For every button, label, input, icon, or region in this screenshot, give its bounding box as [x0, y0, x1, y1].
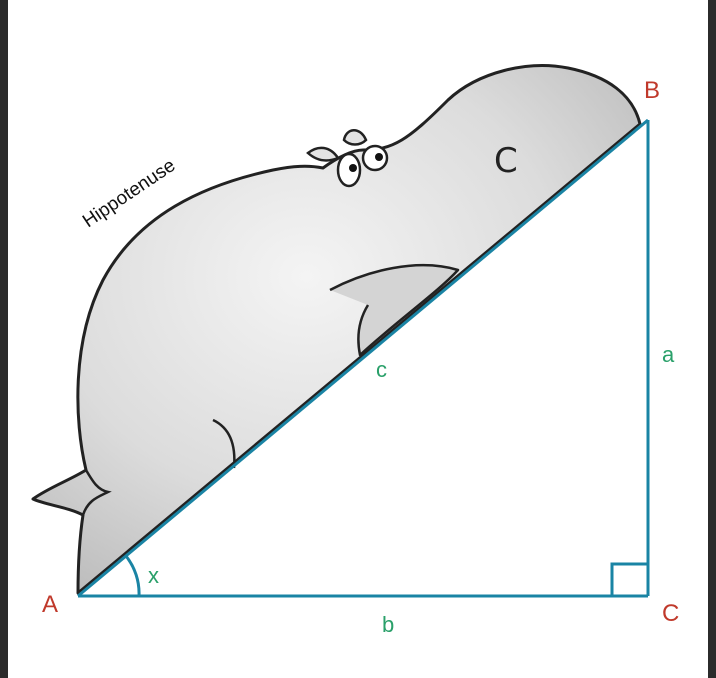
side-label-c: c [376, 357, 387, 382]
right-angle-marker [610, 562, 648, 596]
angle-label-x: x [148, 563, 159, 588]
vertex-label-a: A [42, 591, 58, 618]
side-label-a: a [662, 342, 675, 367]
side-c-line [77, 118, 649, 598]
hippo-leg-line [212, 418, 236, 469]
hippo-front-leg [329, 264, 460, 357]
hippo-eye-right [361, 144, 389, 172]
hippo-eye-left [336, 152, 362, 188]
vertex-label-c: C [662, 600, 679, 627]
diagram-canvas: C Hippotenuse A B C a b c x [8, 0, 708, 678]
triangle [77, 118, 650, 598]
vertex-label-b: B [644, 77, 660, 104]
hippo-ear-left [306, 146, 340, 162]
hippo-tail [81, 469, 112, 516]
diagram-svg: C Hippotenuse A B C a b c x [31, 64, 679, 637]
angle-x-arc [124, 555, 141, 597]
side-label-b: b [382, 612, 394, 637]
hippo-body [31, 64, 642, 595]
hippo-illustration: C [31, 64, 642, 595]
hippo-pupil-left [349, 164, 357, 172]
hippo-ear-right [342, 129, 368, 146]
hippo-nostril-mark: C [494, 141, 518, 181]
hippo-pupil-right [375, 153, 383, 161]
